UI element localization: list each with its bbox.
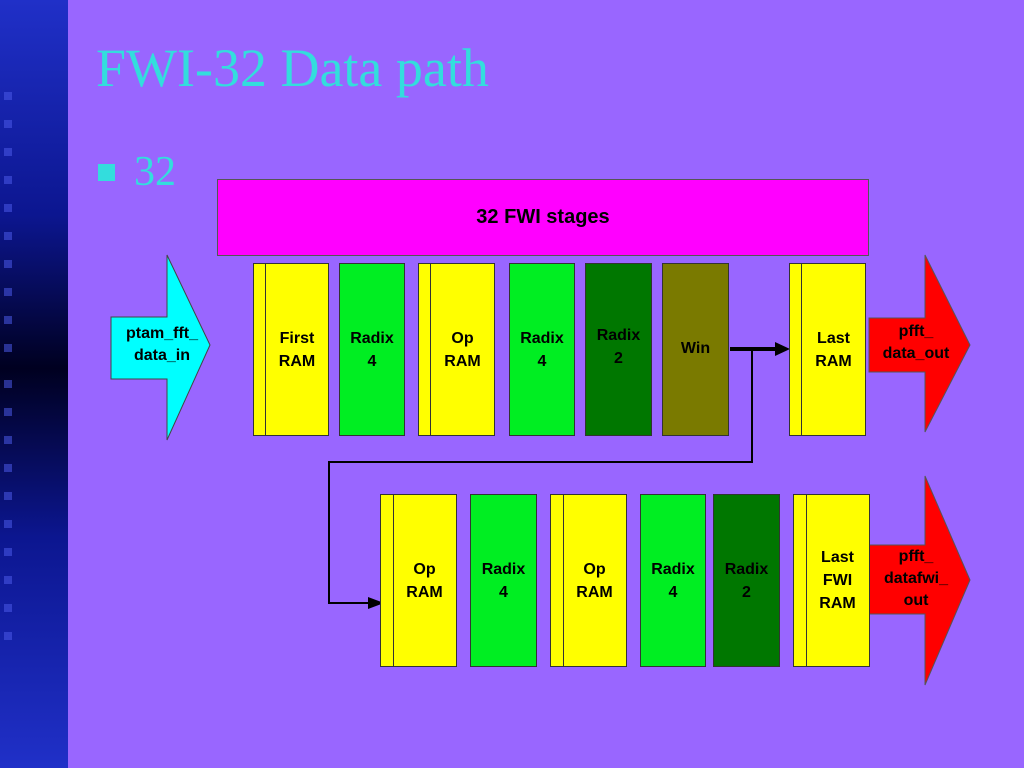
bullet-icon	[98, 164, 115, 181]
row2-op-ram-a: Op RAM	[380, 494, 457, 667]
row1-radix4-b: Radix 4	[509, 263, 575, 436]
win-arrowhead	[775, 342, 790, 356]
block-label: Radix 4	[350, 329, 394, 370]
slide-title: FWI-32 Data path	[96, 38, 489, 98]
row1-last-ram: Last RAM	[789, 263, 866, 436]
block-label: First RAM	[278, 329, 316, 370]
output-arrow-row1	[868, 254, 971, 433]
row1-radix2: Radix 2	[585, 263, 652, 436]
bullet-text: 32	[134, 149, 176, 195]
row1-win: Win	[662, 263, 729, 436]
block-label: Radix 4	[481, 560, 526, 601]
block-label: Op RAM	[576, 560, 613, 601]
row1-radix4-a: Radix 4	[339, 263, 405, 436]
row2-radix4-a: Radix 4	[470, 494, 537, 667]
row2-radix4-b: Radix 4	[640, 494, 706, 667]
slide-sidebar	[0, 0, 68, 768]
row1-output-label: pfft_ data_out	[882, 323, 950, 362]
output-arrow-row2	[868, 475, 971, 686]
input-label: ptam_fft_ data_in	[125, 325, 198, 364]
block-label: Op RAM	[406, 560, 443, 601]
row2-last-fwi-ram: Last FWI RAM	[793, 494, 870, 667]
block-label: Radix 2	[596, 327, 641, 367]
row2-output-label: pfft_ datafwi_ out	[883, 548, 948, 609]
row2-radix2: Radix 2	[713, 494, 780, 667]
block-label: Last FWI RAM	[819, 549, 856, 612]
row1-op-ram: Op RAM	[418, 263, 495, 436]
block-label: Radix 4	[520, 329, 564, 370]
block-label: Op RAM	[444, 329, 481, 370]
block-label: Radix 2	[724, 560, 769, 601]
block-label: Radix 4	[651, 560, 695, 601]
block-label: Last RAM	[815, 329, 852, 370]
stages-bar: 32 FWI stages	[217, 179, 869, 256]
row2-arrowhead	[368, 597, 384, 609]
input-arrow	[110, 254, 211, 441]
block-label: Win	[680, 340, 711, 357]
row1-first-ram: First RAM	[253, 263, 329, 436]
row-connector	[328, 349, 753, 604]
row2-op-ram-b: Op RAM	[550, 494, 627, 667]
